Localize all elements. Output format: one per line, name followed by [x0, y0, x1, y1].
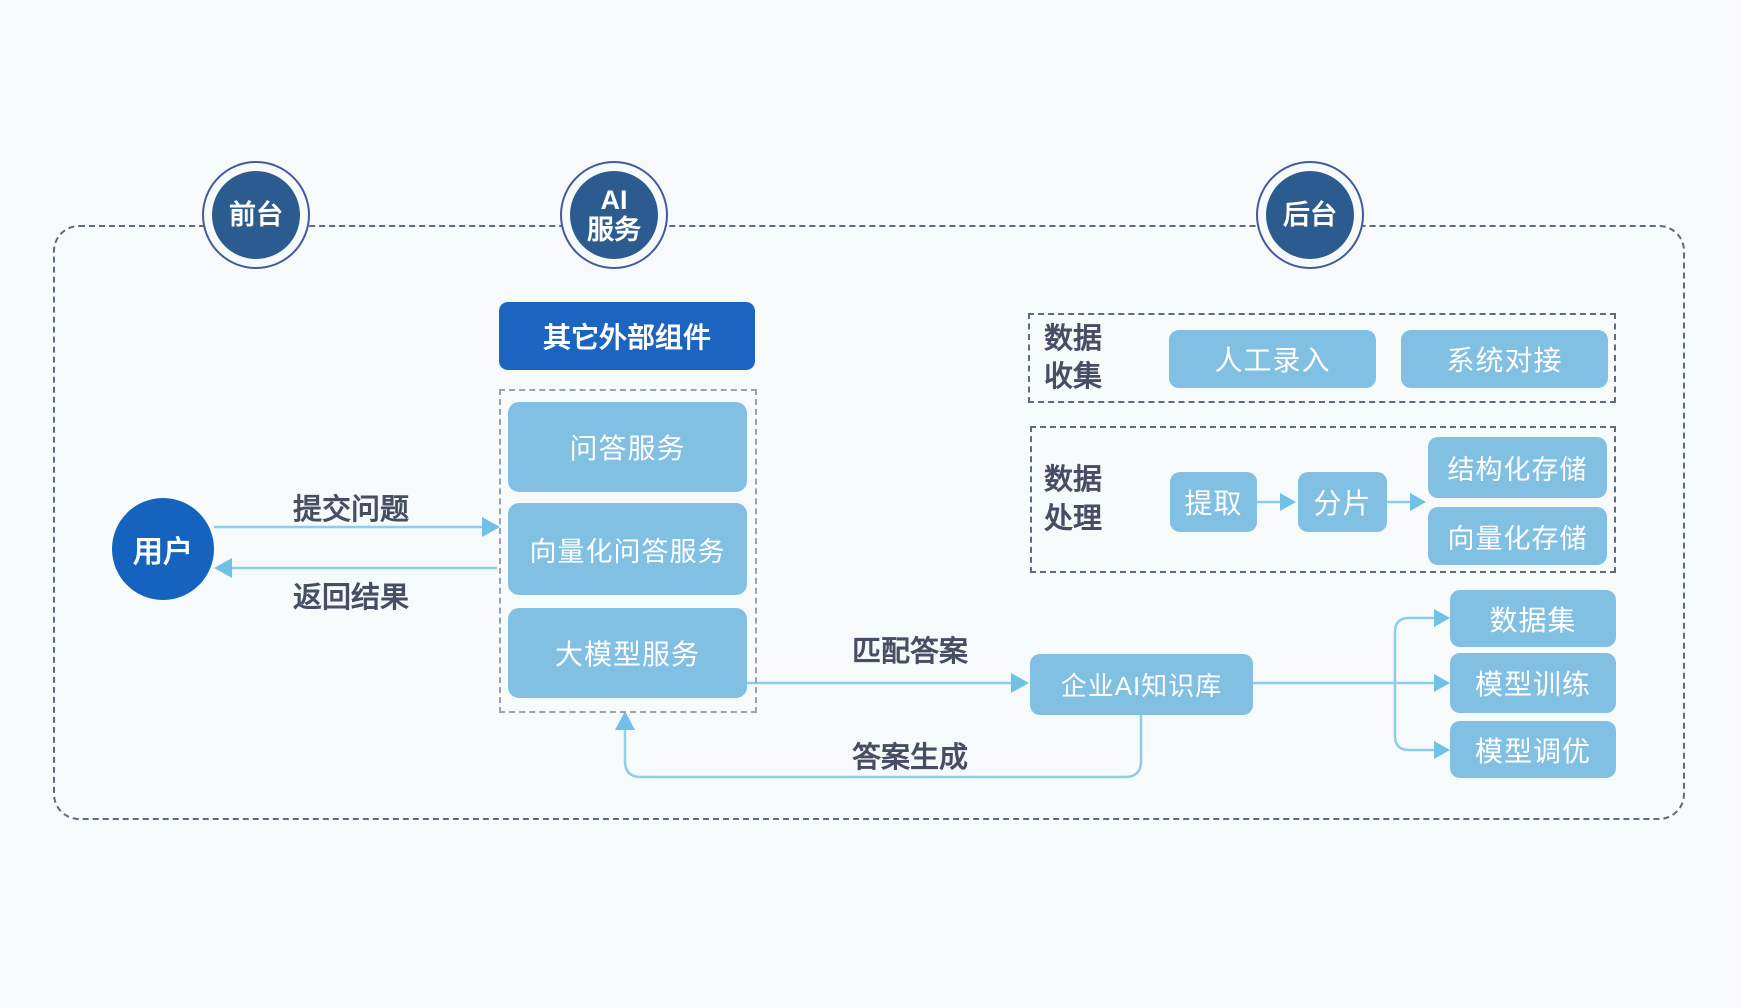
vector-storage-label: 向量化存储 [1447, 523, 1588, 554]
data-collection-title-line1: 数据 [1044, 322, 1103, 355]
lane-ai-label-line2: 服务 [587, 215, 641, 245]
service-vector-qa-label: 向量化问答服务 [529, 536, 726, 567]
service-llm-label: 大模型服务 [554, 639, 700, 670]
node-structured-storage: 结构化存储 [1428, 437, 1607, 498]
node-model-tuning: 模型调优 [1450, 721, 1616, 778]
data-collection-title-text: 数据 收集 [1044, 320, 1102, 397]
shard-label: 分片 [1313, 488, 1372, 519]
lane-ai-label-line1: AI [600, 184, 628, 215]
extract-label: 提取 [1184, 488, 1243, 519]
node-manual-entry: 人工录入 [1169, 330, 1376, 388]
service-qa-label: 问答服务 [569, 433, 686, 464]
lane-circle-front: 前台 [204, 163, 308, 267]
lane-circle-back: 后台 [1258, 163, 1362, 267]
section-data-collection [1028, 313, 1616, 403]
data-processing-title-line1: 数据 [1044, 464, 1103, 497]
node-vector-storage: 向量化存储 [1428, 507, 1607, 565]
external-components-label: 其它外部组件 [542, 322, 711, 353]
flow-label-match: 匹配答案 [851, 636, 968, 668]
lane-back-label: 后台 [1283, 199, 1337, 230]
outer-dashed-frame [53, 225, 1685, 820]
dataset-label: 数据集 [1489, 604, 1577, 636]
node-shard: 分片 [1298, 472, 1387, 532]
model-tuning-label: 模型调优 [1474, 735, 1591, 767]
data-processing-title-text: 数据 处理 [1044, 461, 1102, 538]
section-data-processing [1030, 426, 1616, 573]
ai-services-panel [499, 389, 757, 713]
external-components-box: 其它外部组件 [499, 302, 755, 370]
service-box-qa: 问答服务 [508, 402, 747, 492]
service-box-llm: 大模型服务 [508, 608, 747, 698]
user-label: 用户 [133, 536, 193, 569]
flow-label-generate: 答案生成 [851, 742, 968, 774]
lane-front-label: 前台 [229, 199, 283, 230]
flow-label-return: 返回结果 [292, 582, 409, 614]
node-extract: 提取 [1170, 472, 1257, 532]
knowledge-base-label: 企业AI知识库 [1060, 671, 1223, 701]
section-data-collection-title: 数据 收集 [1044, 313, 1102, 403]
flow-label-submit: 提交问题 [292, 494, 409, 526]
system-integration-label: 系统对接 [1446, 345, 1563, 376]
knowledge-base-box: 企业AI知识库 [1030, 654, 1253, 715]
user-node: 用户 [112, 498, 214, 600]
node-model-training: 模型训练 [1450, 653, 1616, 713]
section-data-processing-title: 数据 处理 [1044, 426, 1102, 573]
service-box-vector-qa: 向量化问答服务 [508, 503, 747, 595]
structured-storage-label: 结构化存储 [1447, 455, 1588, 485]
node-dataset: 数据集 [1450, 590, 1616, 647]
node-system-integration: 系统对接 [1401, 330, 1608, 388]
manual-entry-label: 人工录入 [1214, 345, 1331, 376]
lane-ai-label: AI 服务 [587, 185, 641, 245]
data-processing-title-line2: 处理 [1044, 502, 1103, 535]
data-collection-title-line2: 收集 [1044, 361, 1103, 393]
model-training-label: 模型训练 [1474, 669, 1591, 700]
lane-circle-ai: AI 服务 [562, 163, 666, 267]
